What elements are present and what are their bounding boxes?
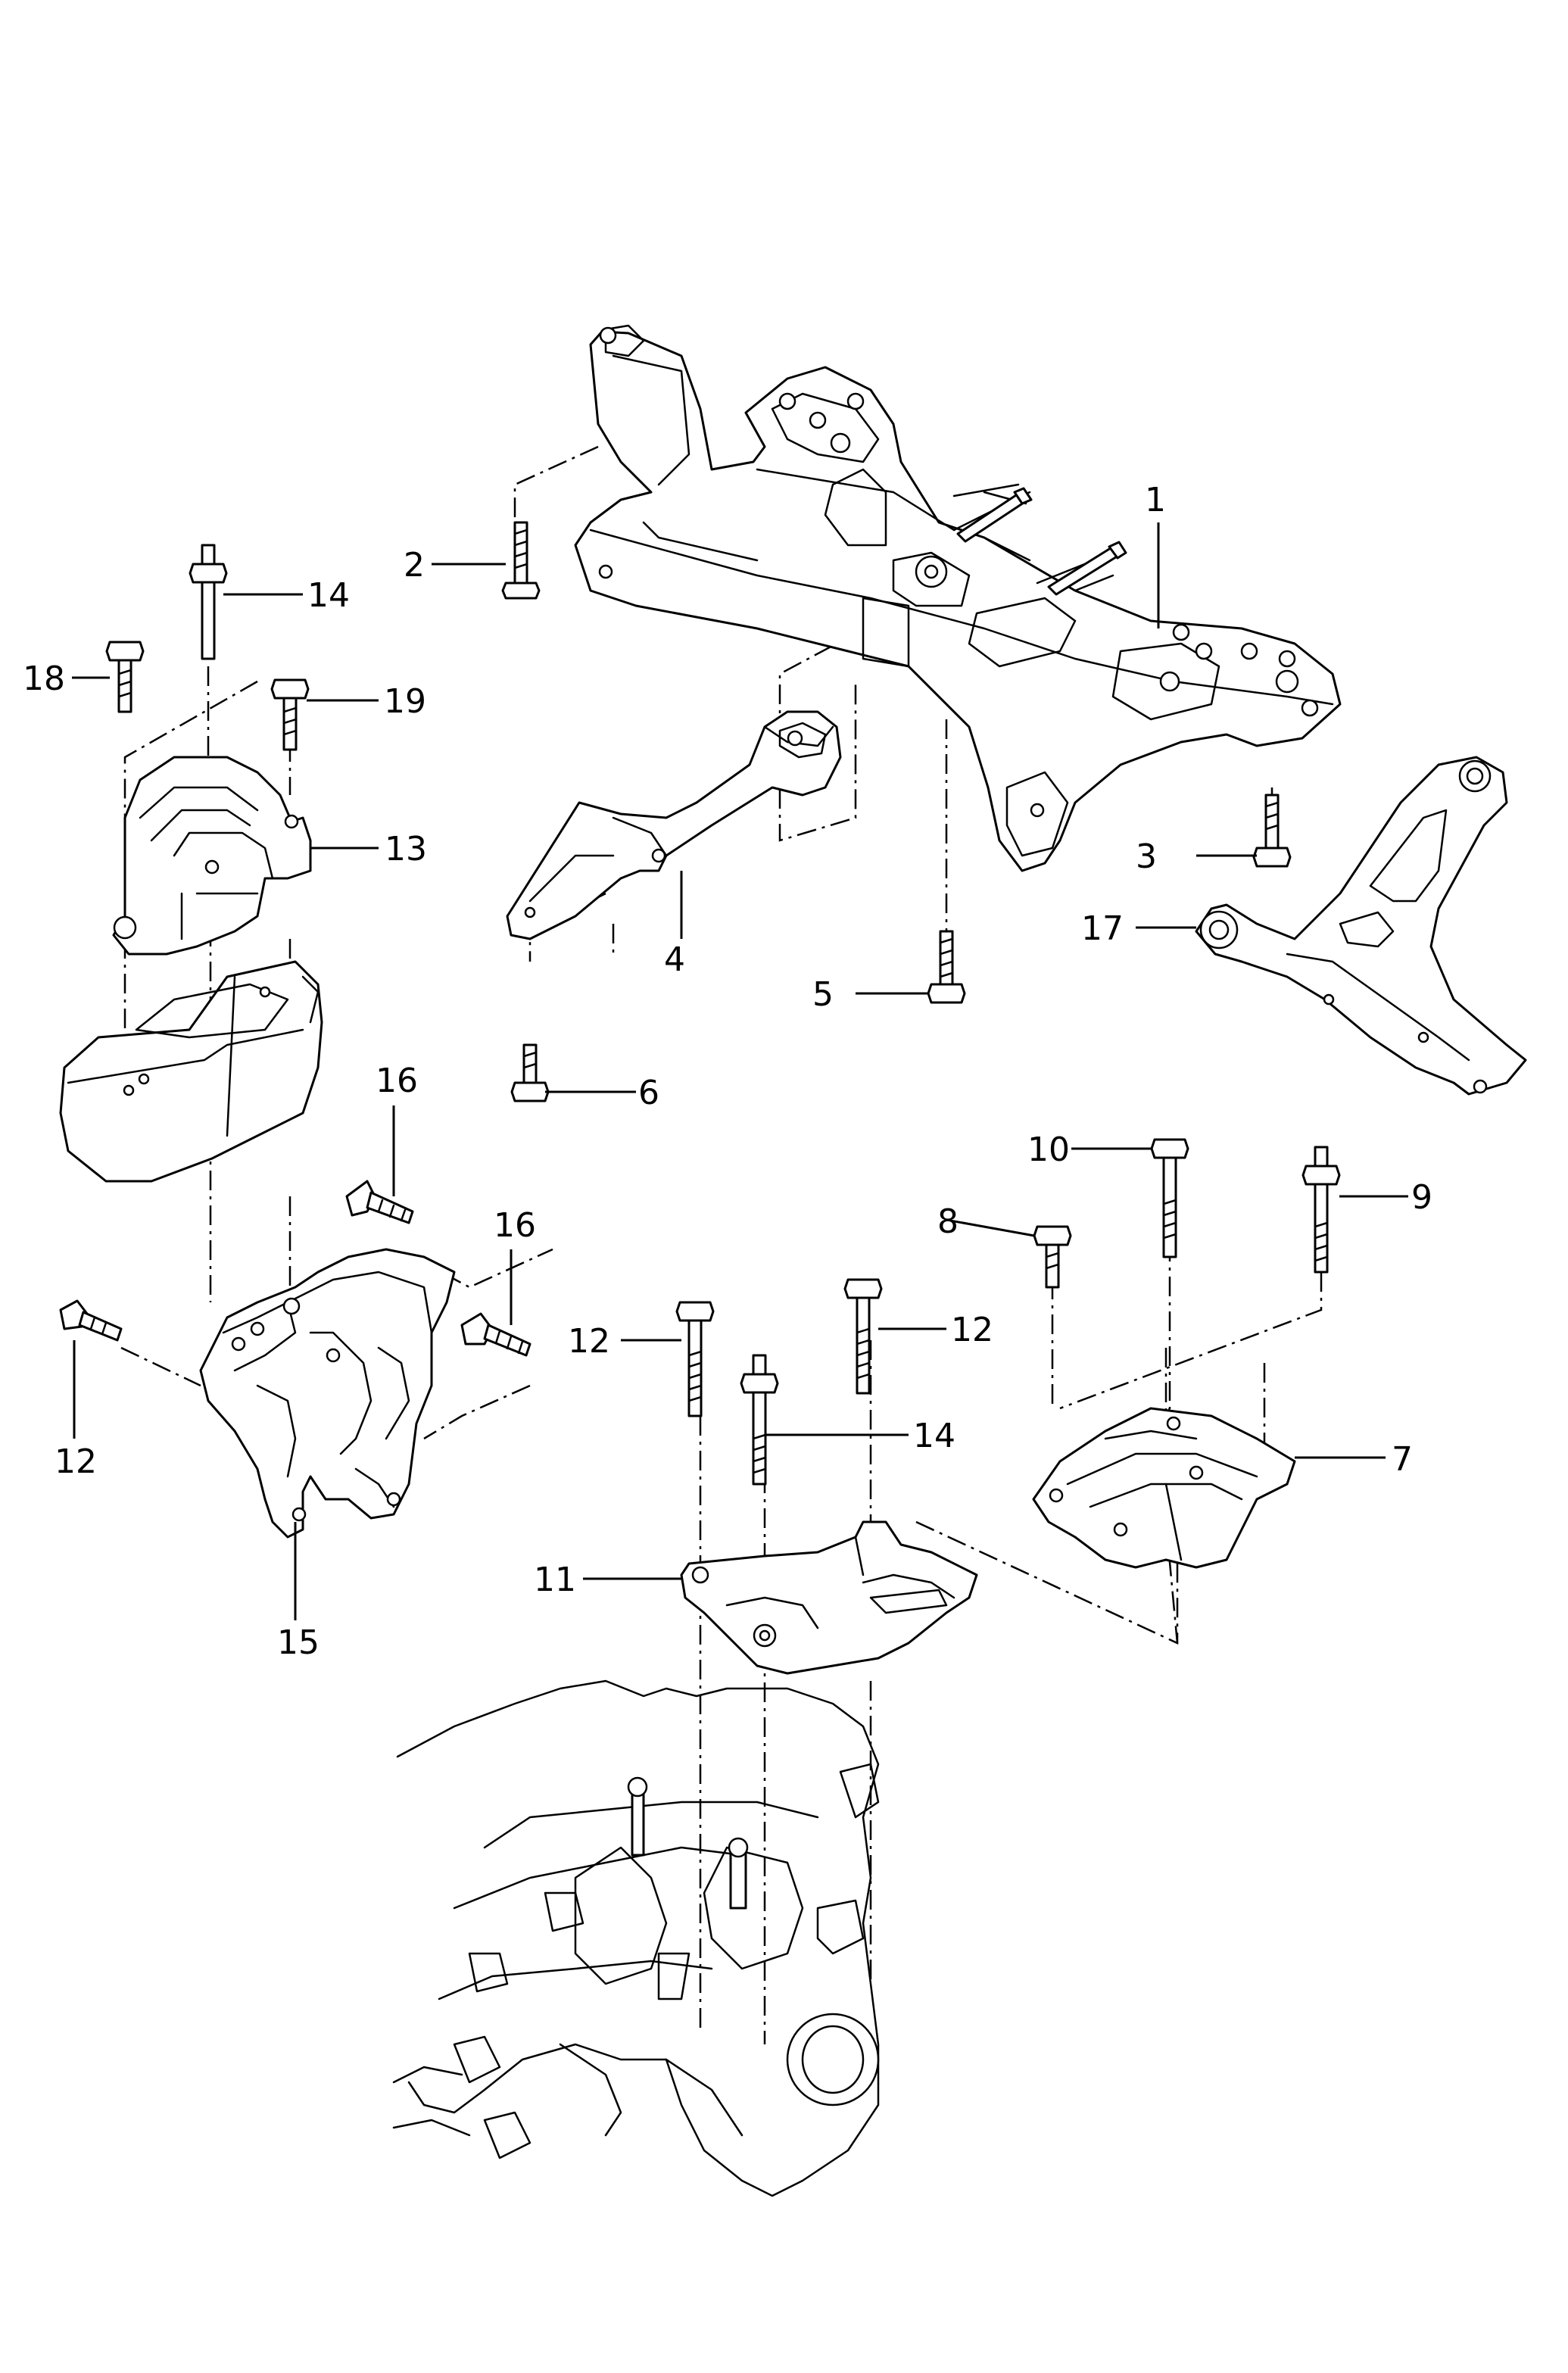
bolt-18	[105, 641, 145, 713]
callout-17: 17	[1081, 909, 1124, 948]
callout-4: 4	[664, 940, 685, 979]
callout-9: 9	[1411, 1178, 1432, 1217]
callout-12-mid: 12	[568, 1322, 610, 1361]
bolt-2	[501, 521, 541, 600]
bolt-16-lower	[460, 1312, 531, 1357]
callout-5: 5	[812, 975, 834, 1014]
bolt-12-mid	[675, 1301, 715, 1417]
callout-7: 7	[1392, 1440, 1413, 1479]
callout-18: 18	[23, 660, 65, 698]
callout-15: 15	[277, 1623, 320, 1662]
bolt-14-mid	[740, 1354, 779, 1486]
callout-3: 3	[1136, 837, 1157, 876]
callout-8: 8	[937, 1202, 959, 1241]
callout-2: 2	[404, 546, 425, 585]
callout-14-mid: 14	[913, 1417, 955, 1455]
callout-10: 10	[1027, 1130, 1070, 1169]
callout-14-top: 14	[307, 576, 350, 615]
callout-19: 19	[384, 682, 426, 721]
bolt-5	[927, 930, 966, 1004]
control-arm-part-17	[1195, 756, 1527, 1096]
callout-12-right: 12	[951, 1311, 993, 1349]
callout-labels: 1 2 3 4 5 6 7 8 9 10 11 12 12 12 13 14 1…	[23, 481, 1432, 1662]
bolt-14-top	[189, 544, 228, 660]
bolt-3	[1252, 794, 1292, 868]
callout-12-left: 12	[55, 1442, 97, 1481]
gearbox-housing	[392, 1679, 880, 2197]
bolt-10	[1150, 1138, 1189, 1258]
gearbox-bracket-part-11	[680, 1520, 978, 1675]
callout-11: 11	[534, 1561, 576, 1599]
bracket-part-15	[199, 1248, 456, 1539]
bolt-12-right	[843, 1278, 883, 1395]
callout-6: 6	[638, 1074, 659, 1112]
bolt-6	[510, 1043, 550, 1102]
subframe-part-1	[574, 324, 1342, 872]
torque-rod-part-4	[506, 710, 842, 940]
bolt-19	[270, 678, 310, 751]
bolt-12-left	[59, 1299, 123, 1342]
bolt-9	[1301, 1146, 1341, 1274]
callout-16-lower: 16	[494, 1206, 536, 1245]
callout-16-upper: 16	[376, 1062, 418, 1100]
callout-13: 13	[385, 830, 427, 868]
mount-cushion-part-13	[112, 756, 312, 956]
bolt-8	[1033, 1225, 1072, 1289]
engine-mount-block	[59, 960, 323, 1183]
callout-1: 1	[1145, 481, 1166, 519]
leader-lines	[72, 522, 1408, 1620]
bolt-16-upper	[345, 1180, 414, 1224]
transmission-mount-part-7	[1032, 1407, 1296, 1569]
